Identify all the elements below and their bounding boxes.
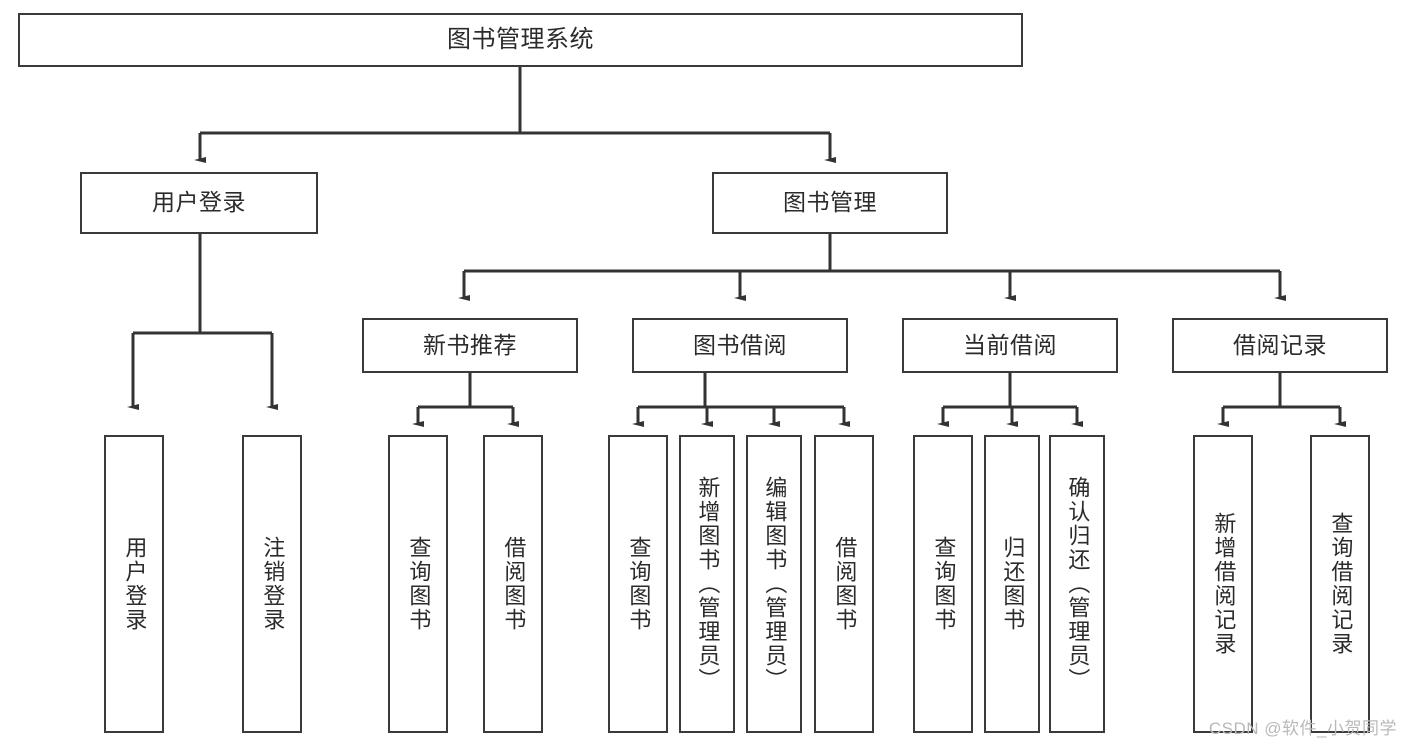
node-label: 图书管理系统 xyxy=(447,25,594,53)
node-book-borrow[interactable]: 图书借阅 xyxy=(632,318,848,373)
leaf-current-borrow-return[interactable]: 归还图书 xyxy=(984,435,1040,733)
leaf-label: 借阅图书 xyxy=(501,536,527,632)
node-label: 当前借阅 xyxy=(963,331,1057,358)
node-book-management[interactable]: 图书管理 xyxy=(712,172,948,234)
leaf-current-borrow-query[interactable]: 查询图书 xyxy=(913,435,973,733)
leaf-label: 查询图书 xyxy=(406,536,432,632)
leaf-user-login-logout[interactable]: 注销登录 xyxy=(242,435,302,733)
node-label: 图书管理 xyxy=(783,189,877,216)
leaf-label: 归还图书 xyxy=(1000,536,1026,632)
leaf-current-borrow-confirm-return[interactable]: 确认归还（管理员） xyxy=(1049,435,1105,733)
leaf-book-borrow-add[interactable]: 新增图书（管理员） xyxy=(679,435,735,733)
leaf-label: 注销登录 xyxy=(260,536,286,632)
node-user-login[interactable]: 用户登录 xyxy=(80,172,318,234)
leaf-label: 查询图书 xyxy=(931,536,957,632)
csdn-watermark: CSDN @软件_小贺同学 xyxy=(1208,719,1397,738)
leaf-label: 确认归还（管理员） xyxy=(1065,476,1091,692)
node-label: 图书借阅 xyxy=(693,331,787,358)
leaf-book-borrow-query[interactable]: 查询图书 xyxy=(608,435,668,733)
node-new-book-recommendation[interactable]: 新书推荐 xyxy=(362,318,578,373)
leaf-book-borrow-borrow[interactable]: 借阅图书 xyxy=(814,435,874,733)
leaf-label: 新增借阅记录 xyxy=(1211,512,1237,656)
leaf-label: 查询图书 xyxy=(626,536,652,632)
leaf-new-book-borrow[interactable]: 借阅图书 xyxy=(483,435,543,733)
node-label: 新书推荐 xyxy=(423,331,517,358)
leaf-borrow-record-add[interactable]: 新增借阅记录 xyxy=(1193,435,1253,733)
leaf-label: 查询借阅记录 xyxy=(1328,512,1354,656)
leaf-user-login-login[interactable]: 用户登录 xyxy=(104,435,164,733)
leaf-label: 借阅图书 xyxy=(832,536,858,632)
node-current-borrow[interactable]: 当前借阅 xyxy=(902,318,1118,373)
leaf-new-book-query[interactable]: 查询图书 xyxy=(388,435,448,733)
node-label: 借阅记录 xyxy=(1233,331,1327,358)
leaf-label: 用户登录 xyxy=(122,536,148,632)
leaf-label: 编辑图书（管理员） xyxy=(762,476,788,692)
node-label: 用户登录 xyxy=(152,189,246,216)
node-root-system[interactable]: 图书管理系统 xyxy=(18,13,1023,67)
leaf-book-borrow-edit[interactable]: 编辑图书（管理员） xyxy=(746,435,802,733)
leaf-label: 新增图书（管理员） xyxy=(695,476,721,692)
leaf-borrow-record-query[interactable]: 查询借阅记录 xyxy=(1310,435,1370,733)
node-borrow-record[interactable]: 借阅记录 xyxy=(1172,318,1388,373)
